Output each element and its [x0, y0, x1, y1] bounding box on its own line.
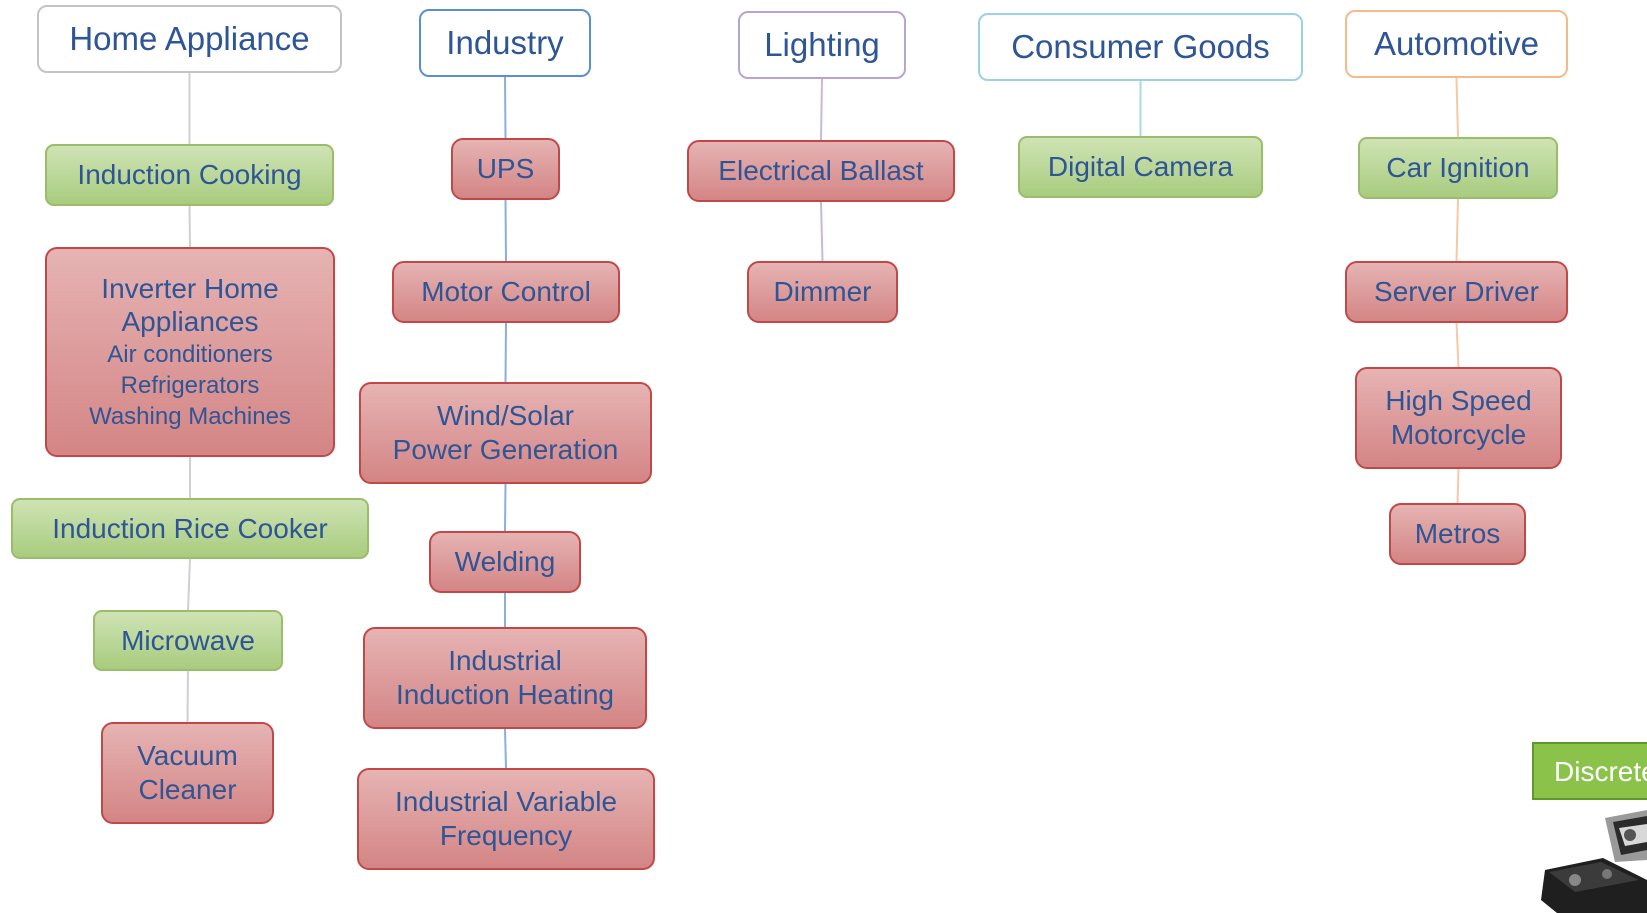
connector-home-3 [187, 558, 191, 611]
application-label: Induction Heating [396, 679, 614, 710]
application-label: UPS [476, 153, 535, 185]
connector-lighting-0 [820, 78, 823, 141]
application-box-automotive-1: Server Driver [1345, 261, 1568, 323]
discrete-label: Discrete [1532, 742, 1647, 800]
application-box-industry-3: Welding [429, 531, 581, 593]
connector-home-1 [188, 205, 191, 248]
application-label: Vacuum [137, 740, 238, 772]
connector-industry-1 [504, 199, 507, 262]
category-header-lighting: Lighting [738, 11, 906, 79]
application-label: Metros [1414, 518, 1501, 550]
discrete-module-image [1541, 810, 1647, 913]
application-label: Appliances [121, 306, 259, 338]
application-label: Electrical Ballast [718, 155, 924, 187]
application-box-consumer-0: Digital Camera [1018, 136, 1263, 198]
application-label: Car Ignition [1386, 152, 1530, 184]
application-sublabel: Washing Machines [89, 403, 291, 431]
connector-home-4 [186, 670, 189, 723]
application-sublabel: Refrigerators [120, 372, 260, 399]
application-box-home-0: Induction Cooking [45, 144, 334, 206]
application-label: Wind/Solar [437, 400, 574, 432]
application-label: Frequency [439, 820, 573, 851]
connector-industry-5 [504, 728, 507, 769]
application-label: Induction Rice Cooker [52, 512, 328, 544]
application-box-industry-0: UPS [451, 138, 560, 200]
application-label: High Speed [1385, 385, 1532, 417]
connector-industry-2 [504, 322, 507, 383]
category-header-industry: Industry [419, 9, 591, 77]
application-label: Server Driver [1374, 276, 1539, 308]
application-box-industry-1: Motor Control [392, 261, 620, 323]
application-label: Dimmer [773, 276, 872, 308]
application-label: Industrial Variable [394, 786, 618, 818]
application-label: Motorcycle [1390, 419, 1527, 450]
connector-automotive-2 [1455, 322, 1460, 368]
application-label: Digital Camera [1047, 151, 1234, 183]
connector-automotive-0 [1455, 77, 1459, 138]
application-box-lighting-0: Electrical Ballast [687, 140, 955, 202]
application-sublabel: Air conditioners [107, 340, 273, 368]
connector-automotive-1 [1455, 198, 1459, 262]
application-box-automotive-3: Metros [1389, 503, 1526, 565]
application-label: Cleaner [138, 774, 237, 805]
application-box-automotive-0: Car Ignition [1358, 137, 1558, 199]
application-label: Motor Control [421, 276, 591, 308]
application-label: Induction Cooking [77, 159, 302, 191]
category-header-home: Home Appliance [37, 5, 342, 73]
application-label: Power Generation [392, 434, 619, 465]
connector-automotive-3 [1456, 468, 1460, 504]
connector-industry-0 [504, 76, 507, 139]
application-box-home-3: Microwave [93, 610, 283, 671]
application-label: Microwave [121, 624, 255, 656]
application-label: Welding [454, 546, 556, 578]
category-header-automotive: Automotive [1345, 10, 1568, 78]
application-box-lighting-1: Dimmer [747, 261, 898, 323]
application-label: Industrial [448, 645, 562, 677]
connector-industry-3 [504, 483, 507, 532]
connector-lighting-1 [820, 201, 824, 262]
category-header-consumer: Consumer Goods [978, 13, 1303, 81]
application-label: Inverter Home [101, 272, 279, 304]
application-box-home-2: Induction Rice Cooker [11, 498, 369, 559]
